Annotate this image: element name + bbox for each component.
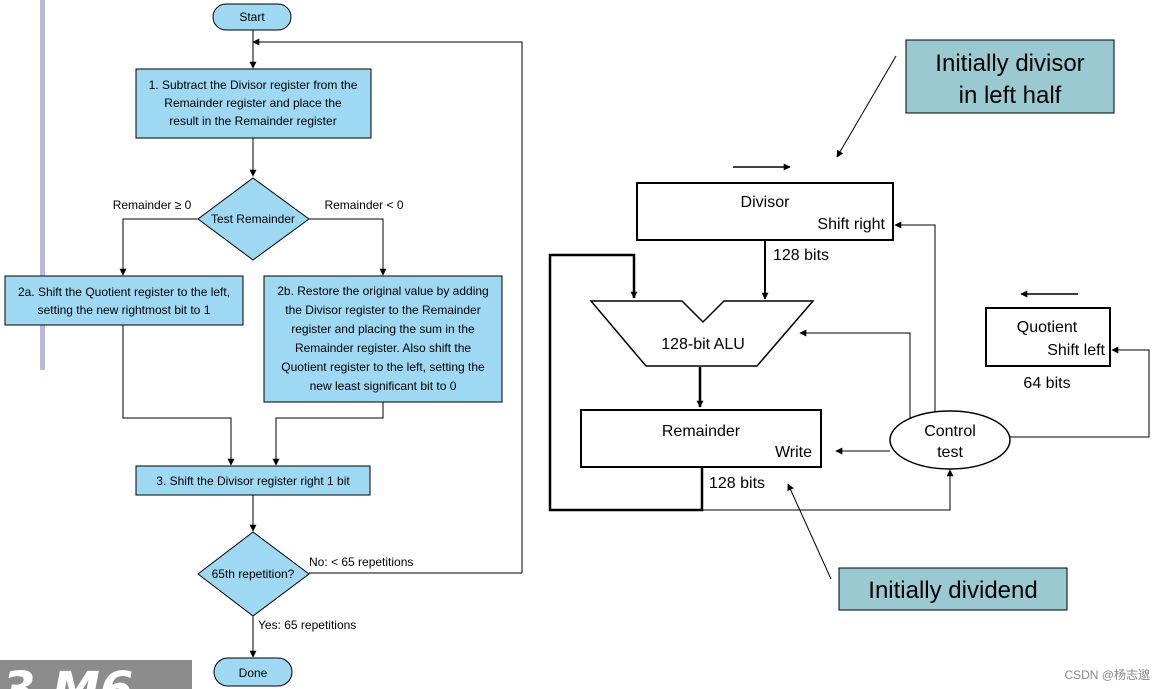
flowchart [119,30,523,658]
step2b-line-1: 2b. Restore the original value by adding [277,284,488,298]
done-terminal [213,657,293,687]
step1-line-2: Remainder register and place the [164,96,342,110]
callout-divisor-line-2: in left half [959,82,1062,109]
control-to-quotient-wire [1010,346,1150,438]
badge-background [0,660,192,689]
connector-test-2a [119,218,198,276]
connector-2b-step3 [272,402,384,466]
step2b-line-5: Quotient register to the left, setting t… [281,360,485,374]
divisor-register [636,182,894,241]
control-to-alu-wire [799,329,911,420]
no-branch-label: No: < 65 repetitions [309,555,413,569]
repetition-label: 65th repetition? [212,567,295,581]
slide-badge: 3 M6 [0,660,192,689]
callout-divisor-box [905,39,1115,114]
remainder-feedback-bus [548,253,704,512]
quotient-register [985,307,1111,367]
connector-2a-step3 [122,325,235,466]
callout-dividend-label: Initially dividend [868,577,1037,604]
loop-back-arrow [252,38,523,573]
step2b-line-3: register and placing the sum in the [291,322,475,336]
start-label: Start [239,10,265,24]
control-label-line-1: Control [924,423,976,440]
control-test-unit [889,410,1011,470]
test-remainder-label: Test Remainder [211,212,295,226]
callout-dividend-box [838,567,1068,611]
step2b-line-2: the Divisor register to the Remainder [285,303,480,317]
hardware-texts: Divisor Shift right 128 bits 128-bit ALU… [661,194,1105,492]
slide-sidebar-bar [40,0,45,370]
badge-text: 3 M6 [2,662,133,689]
divisor-action-label: Shift right [817,216,885,233]
hardware-wires [548,163,1150,512]
test-remainder-diamond [197,177,310,261]
step2b-line-4: Remainder register. Also shift the [295,341,471,355]
csdn-watermark: CSDN @杨志邈 [1064,667,1150,682]
repetition-diamond [197,531,310,617]
step1-box [135,68,372,139]
hardware-callouts: Initially divisor in left half Initially… [787,39,1115,611]
remainder-action-label: Write [775,444,812,461]
alu-block [589,300,815,367]
step2b-box [263,275,503,403]
step1-line-3: result in the Remainder register [169,114,336,128]
quotient-label: Quotient [1017,319,1078,336]
step2b-line-6: new least significant bit to 0 [310,379,457,393]
remainder-register [580,409,822,468]
remainder-to-control-wire [702,469,954,511]
branch-right-label: Remainder < 0 [324,198,403,212]
yes-branch-label: Yes: 65 repetitions [258,618,356,632]
step1-line-1: 1. Subtract the Divisor register from th… [149,78,358,92]
branch-left-label: Remainder ≥ 0 [113,198,192,212]
remainder-label: Remainder [662,423,741,440]
control-to-divisor-wire [894,221,936,420]
hardware-blocks [580,182,1111,470]
alu-label: 128-bit ALU [661,336,745,353]
quotient-action-label: Shift left [1047,342,1105,359]
control-label-line-2: test [937,444,963,461]
step2a-line-1: 2a. Shift the Quotient register to the l… [18,285,230,299]
divisor-bits-label: 128 bits [773,247,829,264]
callout-dividend-pointer [787,483,832,580]
callout-divisor-line-1: Initially divisor [935,50,1084,77]
step2a-line-2: setting the new rightmost bit to 1 [38,303,211,317]
step3-box [135,465,371,496]
step3-label: 3. Shift the Divisor register right 1 bi… [156,474,350,488]
remainder-bits-label: 128 bits [709,475,765,492]
step2a-box [4,275,244,326]
flowchart-texts: Start 1. Subtract the Divisor register f… [18,10,489,680]
callout-divisor-pointer [836,55,897,158]
connector-test-2b [309,218,387,276]
start-terminal [212,3,292,31]
divisor-label: Divisor [741,194,791,211]
slide-edge [0,0,45,689]
flowchart-shapes [4,3,503,687]
done-label: Done [239,666,268,680]
quotient-bits-label: 64 bits [1023,375,1070,392]
